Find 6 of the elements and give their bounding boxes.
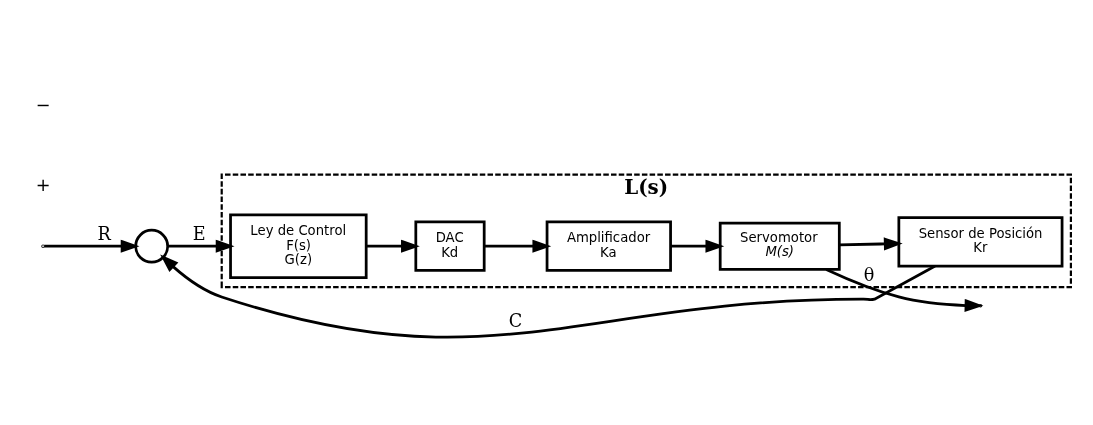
edge-label: θ [863,265,875,286]
edge-label: C [508,310,523,331]
edge-label: E [192,224,206,245]
label: + [35,174,51,195]
label: − [35,95,51,116]
edge-label: R [97,224,111,245]
